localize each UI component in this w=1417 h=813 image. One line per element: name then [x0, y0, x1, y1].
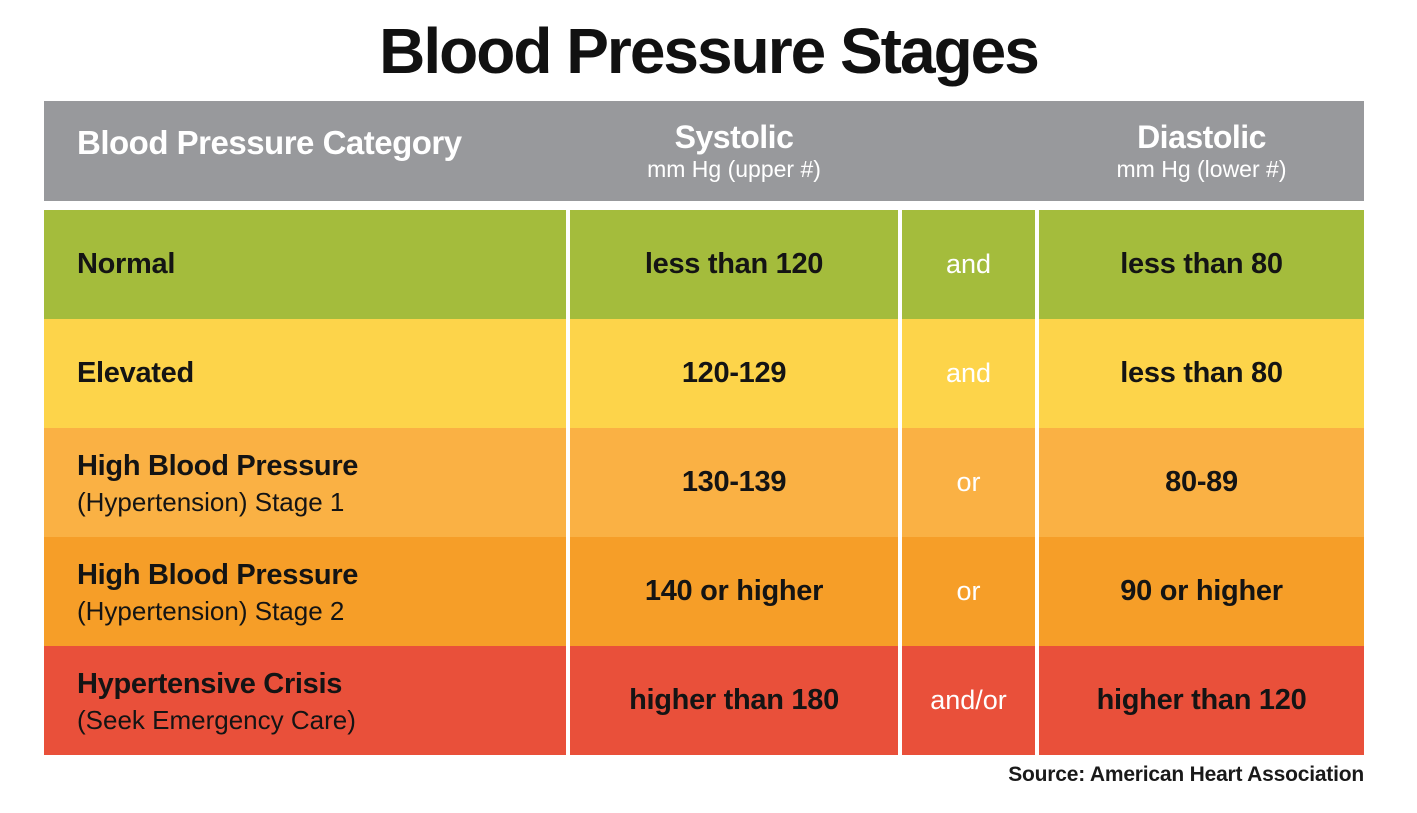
table-row-hypertensive-crisis: Hypertensive Crisis (Seek Emergency Care…	[44, 646, 1364, 755]
category-label: Elevated	[77, 356, 194, 389]
category-sublabel: (Hypertension) Stage 1	[77, 486, 345, 517]
diastolic-value: less than 80	[1039, 319, 1364, 428]
diastolic-value: higher than 120	[1039, 646, 1364, 755]
systolic-value: less than 120	[570, 210, 898, 319]
systolic-value: 130-139	[570, 428, 898, 537]
category-cell: Elevated	[44, 319, 566, 428]
source-credit: Source: American Heart Association	[44, 763, 1364, 787]
diastolic-value: 90 or higher	[1039, 537, 1364, 646]
connector-value: or	[902, 537, 1035, 646]
header-systolic-title: Systolic	[674, 119, 794, 156]
header-category: Blood Pressure Category	[77, 124, 462, 161]
category-cell: High Blood Pressure (Hypertension) Stage…	[44, 428, 566, 537]
header-diastolic-title: Diastolic	[1137, 119, 1266, 156]
table-header-row: Blood Pressure Category Systolic mm Hg (…	[44, 101, 1364, 201]
category-label: High Blood Pressure	[77, 558, 359, 591]
title-bar: Blood Pressure Stages	[0, 0, 1417, 101]
table-row-hypertension-stage-1: High Blood Pressure (Hypertension) Stage…	[44, 428, 1364, 537]
connector-value: and	[902, 319, 1035, 428]
source-text: Source: American Heart Association	[1008, 763, 1364, 786]
header-diastolic: Diastolic mm Hg (lower #)	[1039, 119, 1364, 182]
category-sublabel: (Hypertension) Stage 2	[77, 595, 345, 626]
diastolic-value: less than 80	[1039, 210, 1364, 319]
page-title: Blood Pressure Stages	[379, 14, 1040, 87]
systolic-value: 140 or higher	[570, 537, 898, 646]
category-label: Normal	[77, 247, 176, 280]
category-sublabel: (Seek Emergency Care)	[77, 704, 356, 735]
category-label: High Blood Pressure	[77, 449, 359, 482]
header-systolic: Systolic mm Hg (upper #)	[570, 119, 898, 182]
category-cell: Hypertensive Crisis (Seek Emergency Care…	[44, 646, 566, 755]
diastolic-value: 80-89	[1039, 428, 1364, 537]
connector-value: and/or	[902, 646, 1035, 755]
header-gap	[44, 201, 1364, 210]
table-row-elevated: Elevated 120-129 and less than 80	[44, 319, 1364, 428]
systolic-value: 120-129	[570, 319, 898, 428]
category-cell: High Blood Pressure (Hypertension) Stage…	[44, 537, 566, 646]
connector-value: or	[902, 428, 1035, 537]
category-label: Hypertensive Crisis	[77, 667, 343, 700]
blood-pressure-table: Blood Pressure Category Systolic mm Hg (…	[44, 101, 1364, 755]
header-systolic-sub: mm Hg (upper #)	[647, 156, 821, 183]
header-diastolic-sub: mm Hg (lower #)	[1116, 156, 1287, 183]
table-row-hypertension-stage-2: High Blood Pressure (Hypertension) Stage…	[44, 537, 1364, 646]
table-row-normal: Normal less than 120 and less than 80	[44, 210, 1364, 319]
connector-value: and	[902, 210, 1035, 319]
category-cell: Normal	[44, 210, 566, 319]
systolic-value: higher than 180	[570, 646, 898, 755]
